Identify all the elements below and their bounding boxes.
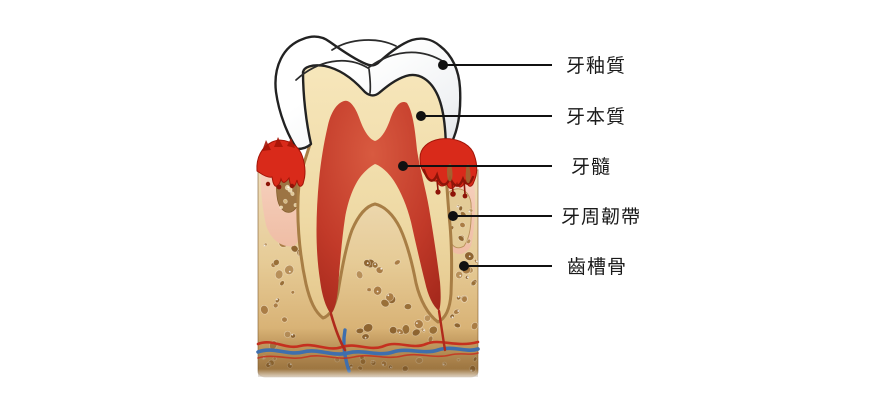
bone-speckle — [279, 280, 285, 287]
bone-speckle — [274, 269, 284, 280]
bone-speckle — [283, 198, 288, 204]
bone-speckle-highlight — [416, 322, 418, 324]
enamel-back-cusp — [331, 39, 397, 51]
bone-speckle — [461, 295, 468, 303]
enamel-ridge-right — [367, 51, 445, 69]
bone-speckle — [356, 270, 364, 280]
label-alveolar-bone: 齒槽骨 — [567, 256, 627, 278]
bone-speckle — [456, 295, 462, 301]
gum-right-drips — [435, 179, 468, 199]
gum-drip — [265, 181, 271, 187]
gum-drip — [289, 183, 295, 189]
pulp-group — [316, 100, 447, 352]
bone-speckle — [466, 238, 472, 245]
bone-speckle — [414, 319, 424, 329]
gum-drip-stem — [436, 179, 439, 191]
blood-vessels — [256, 328, 480, 373]
bone-speckle-highlight — [475, 260, 478, 263]
gum-drip-stem — [463, 179, 466, 195]
enamel-contour-lines — [295, 39, 445, 94]
bone-speckle-highlight — [276, 298, 278, 301]
bone-speckle-highlight — [456, 205, 459, 208]
leader-dot-periodontal-ligament — [448, 211, 458, 221]
gum-right — [419, 138, 478, 199]
gum-drip — [462, 193, 468, 199]
bone-speckle — [284, 184, 290, 191]
gum-spike — [287, 138, 295, 148]
bone-bottom-fade — [254, 369, 482, 382]
bone-speckle — [453, 322, 461, 329]
enamel-shape — [274, 35, 462, 156]
gum-left-drips — [265, 181, 295, 190]
bone-speckle-highlight — [263, 244, 266, 247]
bone-speckle-highlight — [366, 262, 369, 265]
bone-speckle-highlight — [288, 270, 291, 273]
gum-left-shape — [256, 139, 306, 188]
gum-drip — [435, 189, 441, 195]
root-canal-left-vessel — [329, 312, 347, 352]
bone-speckle-highlight — [468, 255, 471, 258]
bone-speckle-highlight — [466, 276, 469, 279]
blood-vessel-red-top — [256, 340, 480, 350]
bone-speckle-highlight — [457, 310, 460, 312]
bone-speckle — [457, 235, 465, 242]
blood-vessel-blue-vertical — [342, 328, 351, 373]
bone-speckle — [272, 302, 279, 309]
label-dentin: 牙本質 — [566, 106, 626, 128]
bone-speckle — [366, 287, 372, 292]
gum-right-brown-drips — [447, 163, 471, 184]
leader-dot-enamel — [438, 60, 448, 70]
bone-speckle — [272, 259, 280, 266]
bone-speckle — [470, 280, 477, 286]
gum-spike — [262, 140, 271, 151]
brown-drip — [447, 163, 453, 182]
bone-speckle-highlight — [451, 316, 454, 319]
gum-drip — [450, 191, 456, 197]
label-enamel: 牙釉質 — [566, 55, 626, 77]
pulp-shape — [316, 100, 441, 314]
bone-speckle — [458, 205, 463, 212]
bone-speckle-highlight — [459, 274, 462, 277]
gum-spike — [274, 137, 283, 147]
brown-drip — [465, 164, 471, 184]
bone-speckle — [279, 205, 284, 210]
enamel-ridge-left — [295, 59, 369, 81]
ligament-left-speckles — [279, 184, 298, 210]
bone-speckle — [393, 259, 401, 266]
gum-left — [256, 137, 306, 190]
bone-speckle — [281, 316, 288, 323]
bone-speckle — [403, 303, 412, 310]
bone-speckle — [380, 299, 390, 308]
bone-speckle — [290, 290, 295, 295]
enamel-group — [274, 35, 462, 156]
blood-vessel-blue — [256, 346, 480, 356]
bone-speckle — [455, 270, 464, 280]
bone-speckle-highlight — [387, 294, 390, 297]
label-periodontal-ligament: 牙周韌帶 — [561, 206, 641, 228]
bone-speckle — [284, 264, 295, 275]
leader-dot-pulp — [398, 161, 408, 171]
bone-speckle-highlight — [468, 210, 471, 213]
bone-speckle-highlight — [380, 267, 383, 270]
gum-drip — [276, 184, 282, 190]
enamel-central-groove — [368, 68, 372, 94]
leader-dot-alveolar-bone — [459, 261, 469, 271]
gum-left-spikes — [262, 137, 295, 151]
gum-drip-stem — [451, 181, 454, 193]
leader-dot-dentin — [416, 111, 426, 121]
label-pulp: 牙髓 — [571, 156, 611, 178]
bone-speckle-highlight — [374, 263, 376, 266]
bone-speckle — [260, 305, 269, 315]
bone-speckle-highlight — [287, 186, 290, 189]
bone-speckle-highlight — [376, 290, 379, 293]
bone-speckle-highlight — [457, 296, 460, 298]
root-canal-right-vessel — [437, 309, 447, 352]
blood-vessel-red-bottom — [257, 352, 479, 359]
bone-speckle — [459, 222, 466, 228]
